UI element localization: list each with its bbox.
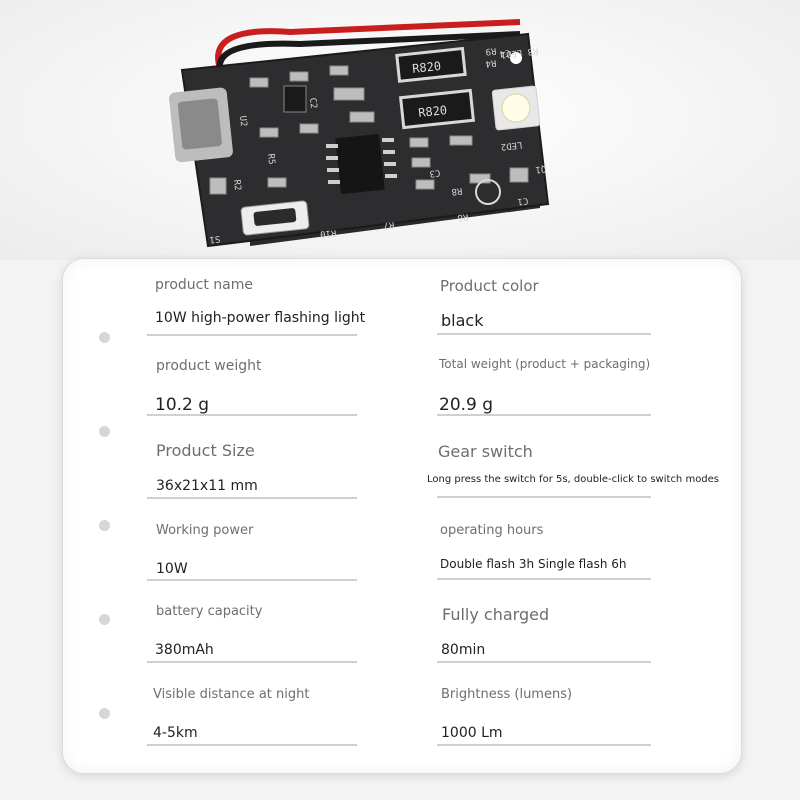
silk-label-u2: U2 (237, 115, 248, 127)
silk-label-s1: S1 (209, 233, 221, 244)
product-color-value: black (441, 311, 484, 330)
product-name-underline (147, 334, 357, 336)
product-color-underline (437, 333, 651, 335)
row-bullet-1 (99, 332, 110, 343)
product-weight-label: product weight (156, 358, 262, 374)
fully-charged-underline (437, 661, 651, 663)
product-weight-underline (147, 414, 357, 416)
silk-label-led2: LED2 (500, 139, 523, 151)
row-bullet-3 (99, 520, 110, 531)
silk-label-c4: C4 (499, 47, 511, 58)
total-weight-underline (437, 414, 651, 416)
silk-label-r7: R7 (383, 219, 395, 230)
silk-label-r8: R8 (451, 185, 463, 196)
silk-label-r3: R3 (527, 45, 539, 56)
product-color-label: Product color (440, 277, 539, 295)
silk-label-r6: R6 (457, 211, 469, 222)
silk-label-r9: R9 (485, 45, 497, 56)
pcb-board-icon: R820 R820 (169, 19, 550, 248)
product-name-value: 10W high-power flashing light (155, 310, 366, 326)
brightness-underline (437, 744, 651, 746)
row-bullet-5 (99, 708, 110, 719)
total-weight-label: Total weight (product + packaging) (439, 357, 651, 371)
visible-distance-value: 4-5km (153, 725, 198, 741)
operating-hours-underline (437, 578, 651, 580)
visible-distance-label: Visible distance at night (153, 687, 310, 702)
product-weight-value: 10.2 g (155, 395, 210, 415)
resistor-top-label: R820 (412, 59, 442, 76)
silk-label-r10: R10 (320, 227, 337, 239)
silk-label-q1: Q1 (535, 163, 547, 174)
visible-distance-underline (147, 744, 357, 746)
total-weight-value: 20.9 g (439, 395, 494, 415)
resistor-bottom-label: R820 (418, 103, 448, 120)
row-bullet-2 (99, 426, 110, 437)
silk-label-c1: C1 (517, 195, 529, 206)
row-bullet-4 (99, 614, 110, 625)
fully-charged-label: Fully charged (442, 605, 550, 624)
gear-switch-underline (437, 496, 651, 498)
silk-label-r5: R5 (265, 153, 276, 165)
silk-label-r2: R2 (231, 179, 242, 191)
operating-hours-value: Double flash 3h Single flash 6h (440, 557, 627, 571)
working-power-underline (147, 579, 357, 581)
silk-label-c2: C2 (307, 97, 318, 109)
fully-charged-value: 80min (441, 642, 486, 658)
battery-capacity-value: 380mAh (155, 642, 214, 658)
product-size-value: 36x21x11 mm (156, 478, 258, 494)
working-power-value: 10W (156, 561, 188, 577)
battery-capacity-label: battery capacity (156, 604, 263, 619)
battery-capacity-underline (147, 661, 357, 663)
silk-label-led1: LED1 (500, 47, 523, 59)
operating-hours-label: operating hours (440, 523, 544, 538)
silk-label-c3: C3 (429, 167, 441, 178)
brightness-value: 1000 Lm (441, 725, 503, 741)
working-power-label: Working power (156, 523, 254, 538)
silk-label-r4: R4 (485, 57, 497, 68)
brightness-label: Brightness (lumens) (441, 687, 573, 702)
gear-switch-value: Long press the switch for 5s, double-cli… (427, 474, 720, 485)
gear-switch-label: Gear switch (438, 442, 533, 461)
spec-card (62, 258, 742, 774)
product-size-underline (147, 497, 357, 499)
product-photo-area: R820 R820 (0, 0, 800, 260)
product-name-label: product name (155, 277, 253, 293)
product-size-label: Product Size (156, 441, 255, 460)
